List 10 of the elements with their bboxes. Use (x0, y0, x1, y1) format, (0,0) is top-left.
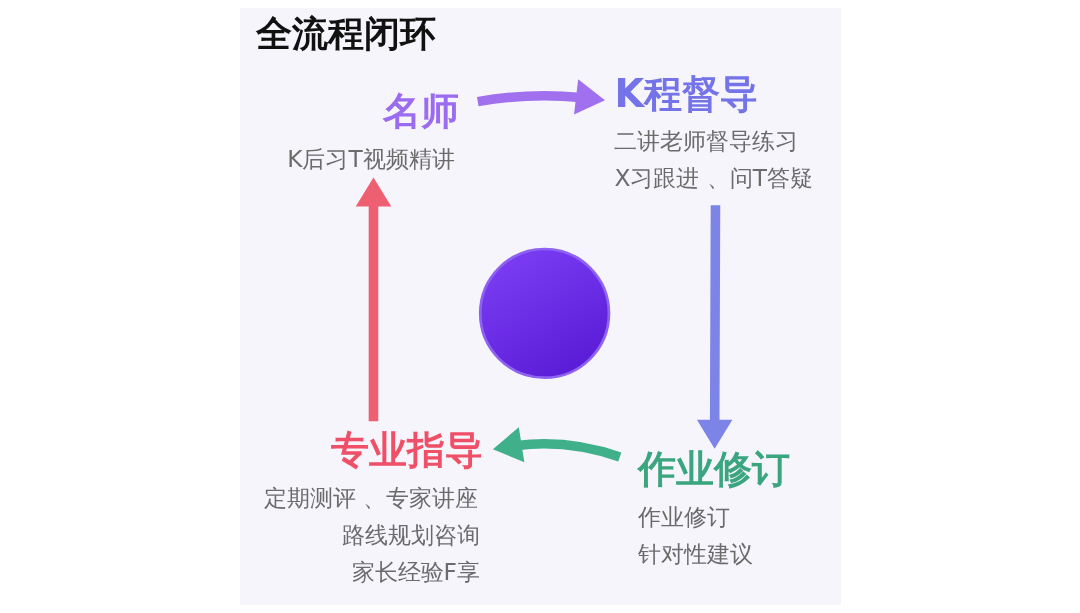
diagram-title: 全流程闭环 (255, 13, 436, 55)
arrow (355, 177, 391, 422)
node-picture (478, 247, 610, 380)
node-text: K程督导 二讲老师督导练习 X习跟进 、问T答疑 (613, 70, 813, 192)
node-text: 作业修订 作业修订 针对性建议 (637, 446, 790, 567)
node-text: 名师 K后习T视频精讲 (286, 88, 459, 172)
arrow (696, 205, 732, 449)
node-text: 专业指导 定期测评 、专家讲座 路线规划咨询 家长经验F享 (263, 427, 483, 585)
arrow (492, 427, 621, 463)
arrow (476, 79, 605, 115)
